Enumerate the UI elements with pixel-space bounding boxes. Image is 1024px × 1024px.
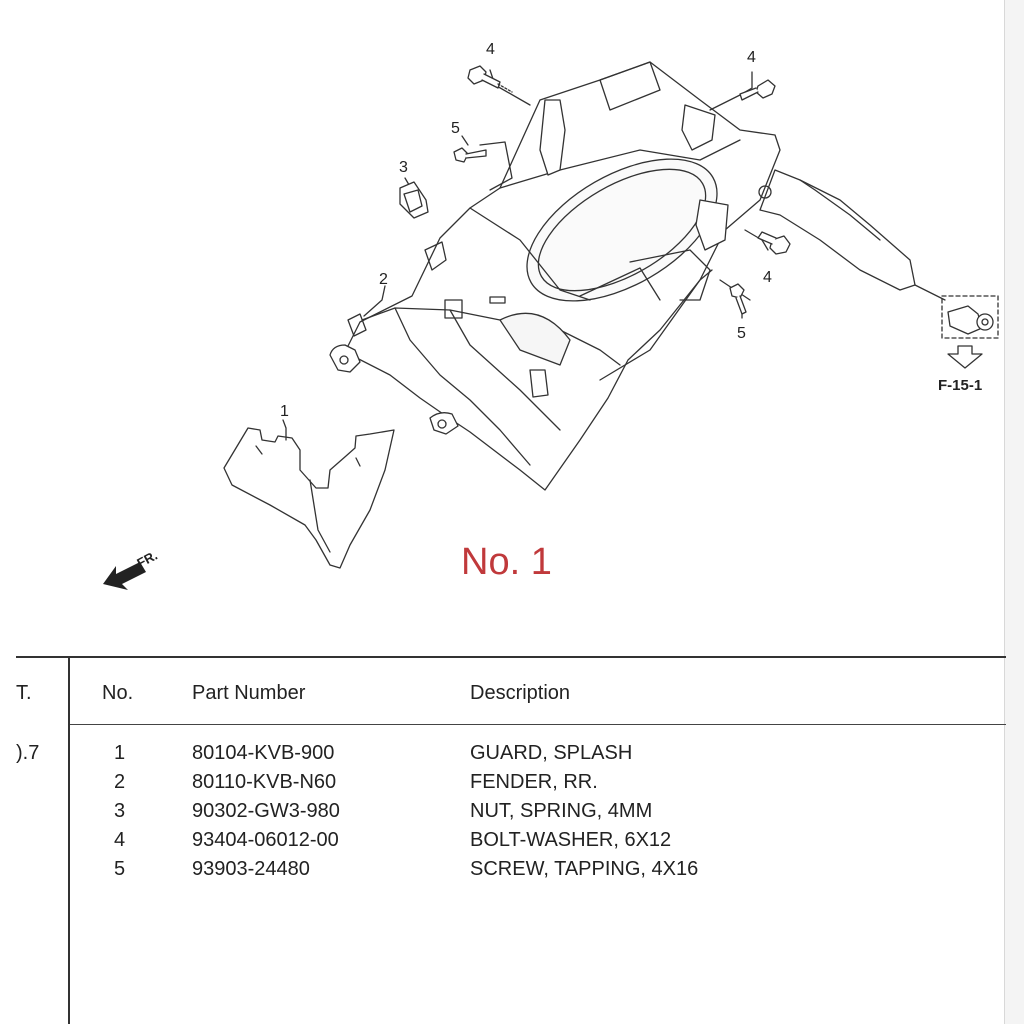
exploded-parts-diagram: FR. 1 2 3 4 4 4 5 5 F-15-1 No. 1	[103, 41, 999, 590]
callout-4-lower: 4	[763, 269, 772, 286]
callout-4-right: 4	[747, 49, 756, 66]
diagram-title: No. 1	[461, 541, 552, 583]
row-no: 5	[114, 858, 126, 880]
row-part-number: 80110-KVB-N60	[192, 771, 337, 793]
bolt-washer-icon	[757, 231, 791, 255]
table-row[interactable]: 4 93404-06012-00 BOLT-WASHER, 6X12	[0, 829, 1006, 858]
table-row[interactable]: 1 80104-KVB-900 GUARD, SPLASH	[0, 742, 1006, 771]
callout-2: 2	[379, 271, 388, 288]
front-arrow-icon	[103, 562, 146, 590]
callout-5-left: 5	[451, 120, 460, 137]
row-part-number: 90302-GW3-980	[192, 800, 340, 822]
row-no: 4	[114, 829, 126, 851]
callout-4-top: 4	[486, 41, 495, 58]
header-cut: T.	[16, 682, 32, 704]
header-description: Description	[470, 682, 571, 704]
tapping-screw-icon	[453, 147, 487, 163]
row-part-number: 93404-06012-00	[192, 829, 339, 851]
row-no: 1	[114, 742, 126, 764]
reference-detail-box	[941, 295, 999, 339]
page-edge	[1005, 0, 1024, 1024]
page-edge-line	[1004, 0, 1005, 1024]
table-body: 1 80104-KVB-900 GUARD, SPLASH 2 80110-KV…	[0, 742, 1006, 887]
tapping-screw-icon	[729, 283, 747, 315]
rear-fender-part	[329, 61, 781, 491]
rear-fender-extension	[758, 169, 916, 291]
callout-5-right: 5	[737, 325, 746, 342]
row-no: 3	[114, 800, 126, 822]
header-part-number: Part Number	[192, 682, 306, 704]
callout-3: 3	[399, 159, 408, 176]
row-no: 2	[114, 771, 126, 793]
reference-label[interactable]: F-15-1	[938, 377, 982, 394]
parts-table: T. No. Part Number Description ).7 1 801…	[0, 656, 1006, 1024]
row-description: NUT, SPRING, 4MM	[470, 800, 653, 822]
table-row[interactable]: 3 90302-GW3-980 NUT, SPRING, 4MM	[0, 800, 1006, 829]
bolt-washer-icon	[739, 79, 776, 101]
row-description: BOLT-WASHER, 6X12	[470, 829, 672, 851]
table-top-rule	[16, 656, 1006, 658]
row-description: FENDER, RR.	[470, 771, 598, 793]
row-description: SCREW, TAPPING, 4X16	[470, 858, 699, 880]
row-part-number: 80104-KVB-900	[192, 742, 335, 764]
header-no: No.	[102, 682, 134, 704]
table-header-rule	[70, 724, 1006, 725]
reference-arrow-icon	[947, 345, 983, 369]
spring-nut-icon	[399, 181, 429, 219]
row-part-number: 93903-24480	[192, 858, 310, 880]
table-column-divider	[68, 656, 70, 1024]
splash-guard-part	[223, 427, 395, 569]
cut-value: ).7	[16, 742, 40, 764]
table-row[interactable]: 5 93903-24480 SCREW, TAPPING, 4X16	[0, 858, 1006, 887]
table-row[interactable]: 2 80110-KVB-N60 FENDER, RR.	[0, 771, 1006, 800]
callout-1: 1	[280, 403, 289, 420]
bolt-washer-icon	[467, 65, 513, 93]
row-description: GUARD, SPLASH	[470, 742, 633, 764]
